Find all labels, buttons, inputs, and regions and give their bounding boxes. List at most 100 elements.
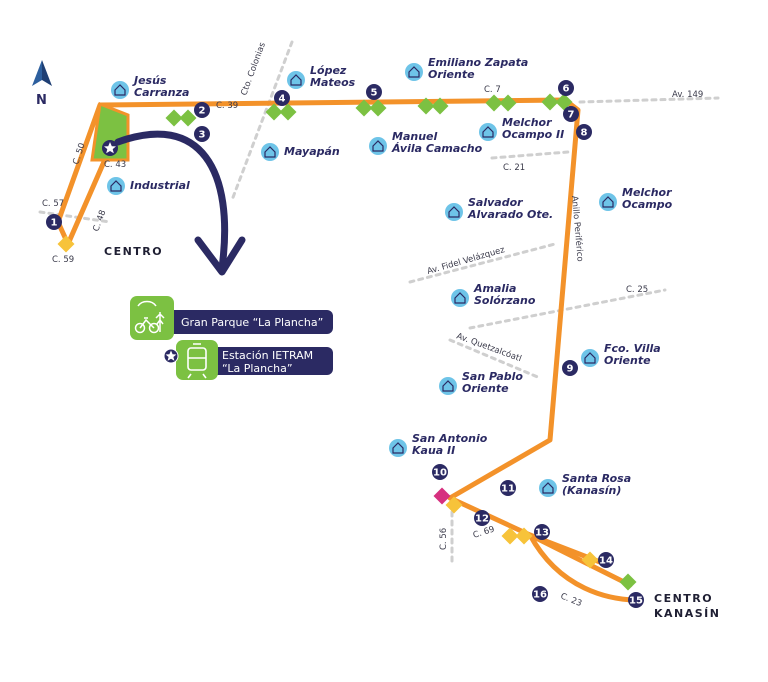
station-number: 5: [371, 88, 378, 99]
station-10: 10: [432, 464, 448, 480]
stop-marker: [265, 103, 283, 121]
neighborhood-label: Santa Rosa: [562, 472, 631, 485]
house-icon: [405, 63, 423, 81]
street-label-anillo-periferico: Anillo Periférico: [569, 195, 586, 262]
street-label-c-69: C. 69: [472, 524, 496, 540]
stop-marker: [555, 93, 573, 111]
station-16: 16: [532, 586, 548, 602]
tram-icon: [176, 340, 218, 380]
house-icon: [107, 177, 125, 195]
station-13: 13: [534, 524, 550, 540]
station-number: 8: [581, 128, 588, 139]
house-icon: [599, 193, 617, 211]
street-label-c-25: C. 25: [626, 285, 648, 295]
neighborhood-label: Ocampo II: [502, 128, 564, 141]
street-label-cto-colonias: Cto. Colonias: [239, 41, 268, 97]
neighborhood-label: Amalia: [473, 282, 516, 295]
place-centro: CENTRO: [104, 245, 163, 258]
legend-star-icon: [165, 350, 177, 361]
neighborhood-label: Alvarado Ote.: [467, 208, 553, 221]
stop-marker: [417, 97, 435, 115]
route-c48-branch: [65, 145, 113, 247]
stop-marker: [355, 99, 373, 117]
neighborhood-label: San Pablo: [462, 370, 523, 383]
bicycle-icon: [134, 300, 165, 334]
neighborhood-label: Ávila Camacho: [391, 142, 483, 155]
neighborhood-label: Oriente: [462, 382, 509, 395]
station-12: 12: [474, 510, 490, 526]
house-icon: [451, 289, 469, 307]
stop-marker: [445, 496, 463, 514]
neighborhood-label: López: [310, 64, 347, 77]
stops: [57, 93, 637, 591]
street-label-c-57: C. 57: [42, 199, 64, 209]
secondary-streets: [38, 40, 720, 567]
stop-marker: [165, 109, 183, 127]
station-number: 15: [629, 596, 643, 607]
star-icon: [104, 142, 116, 154]
station-number: 9: [567, 364, 574, 375]
stop-marker: [433, 487, 451, 505]
station-number: 10: [433, 468, 447, 479]
street-label-c-56: C. 56: [439, 528, 449, 550]
park-icon: [130, 296, 174, 340]
stop-marker: [499, 94, 517, 112]
street-label-c-23: C. 23: [559, 592, 583, 610]
station-number: 11: [501, 484, 515, 495]
neighborhood-label: Jesús: [132, 74, 167, 87]
neighborhood-mayapan: Mayapán: [261, 143, 340, 161]
neighborhood-label: Ocampo: [622, 198, 673, 211]
house-icon: [445, 203, 463, 221]
station-4: 4: [274, 90, 290, 106]
house-icon: [261, 143, 279, 161]
stop-marker: [431, 97, 449, 115]
station-7: 7: [563, 106, 579, 122]
stop-marker: [369, 99, 387, 117]
station-1: 1: [46, 214, 62, 230]
legend-ietram-line2: “La Plancha”: [222, 362, 293, 375]
neighborhood-label: Carranza: [134, 86, 189, 99]
neighborhood-label: Oriente: [428, 68, 475, 81]
neighborhood-label: Fco. Villa: [604, 342, 661, 355]
neighborhood-industrial: Industrial: [107, 177, 190, 195]
station-15: 15: [628, 592, 644, 608]
stop-marker: [541, 93, 559, 111]
station-number: 6: [563, 84, 570, 95]
place-centro-kanasin-line2: KANASÍN: [654, 607, 720, 620]
house-icon: [287, 71, 305, 89]
neighborhood-label: Solórzano: [474, 294, 536, 307]
street-cto-colonias: [230, 40, 294, 202]
direction-arrow-curve: [114, 130, 229, 272]
neighborhood-label: (Kanasín): [562, 484, 621, 497]
neighborhood-label: Emiliano Zapata: [428, 56, 528, 69]
house-icon: [581, 349, 599, 367]
station-6: 6: [558, 80, 574, 96]
street-c-25: [468, 288, 667, 330]
station-number: 2: [199, 106, 206, 117]
compass: N: [32, 60, 52, 108]
house-icon: [111, 81, 129, 99]
station-9: 9: [562, 360, 578, 376]
neighborhood-label: Melchor: [622, 186, 672, 199]
station-number: 3: [199, 130, 206, 141]
station-number: 4: [279, 94, 286, 105]
la-plancha-park-area: [90, 101, 130, 162]
house-icon: [539, 479, 557, 497]
house-icon: [439, 377, 457, 395]
direction-arrow-head: [194, 236, 246, 276]
brt-route: [55, 97, 641, 603]
legend-ietram: Estación IETRAM “La Plancha”: [163, 340, 333, 380]
stop-marker: [515, 527, 533, 545]
compass-arrow-icon: [32, 60, 42, 86]
stop-marker: [581, 551, 599, 569]
